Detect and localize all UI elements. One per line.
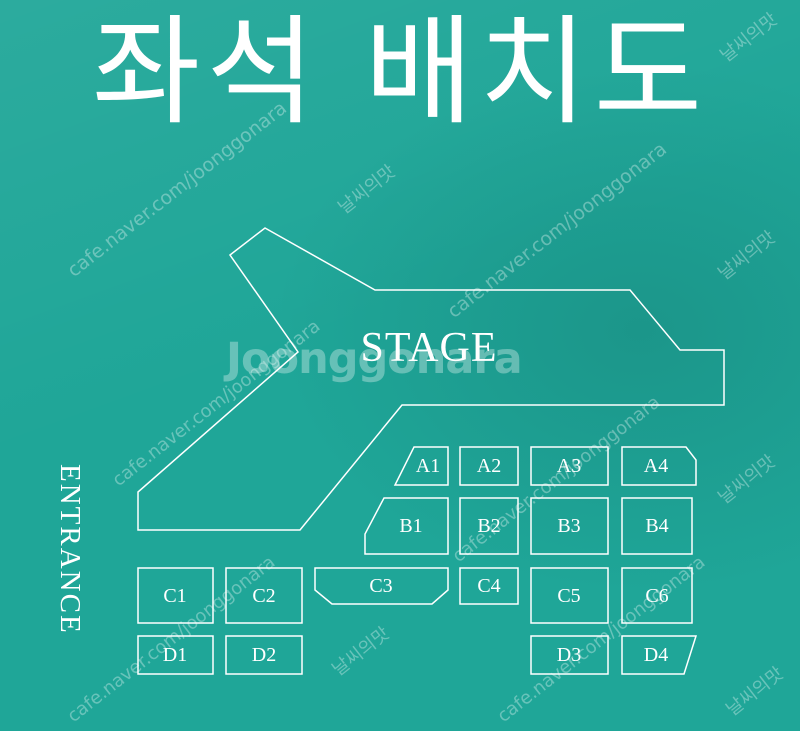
section-label: A1 (416, 455, 440, 477)
section-label: A3 (557, 455, 581, 477)
stage-area (137, 227, 725, 531)
watermark-brand: Joonggonara (226, 334, 523, 384)
section-label: A2 (477, 455, 501, 477)
section-label: C2 (252, 585, 275, 607)
section-d4[interactable]: D4 (621, 635, 698, 675)
section-label: B2 (477, 515, 500, 537)
section-c1[interactable]: C1 (137, 567, 214, 624)
stage-label: STAGE (361, 325, 498, 371)
section-label: C1 (163, 585, 186, 607)
section-label: B1 (399, 515, 422, 537)
section-b1[interactable]: B1 (364, 497, 449, 555)
section-c4[interactable]: C4 (459, 567, 519, 605)
section-c6[interactable]: C6 (621, 567, 693, 624)
section-b2[interactable]: B2 (459, 497, 519, 555)
page-title: 좌석 배치도 (91, 3, 709, 141)
section-a3[interactable]: A3 (530, 446, 609, 486)
section-d1[interactable]: D1 (137, 635, 214, 675)
section-d2[interactable]: D2 (225, 635, 303, 675)
section-a1[interactable]: A1 (393, 446, 449, 486)
section-b4[interactable]: B4 (621, 497, 693, 555)
section-label: B3 (557, 515, 580, 537)
section-label: C3 (369, 575, 392, 597)
section-a4[interactable]: A4 (621, 446, 697, 486)
section-d3[interactable]: D3 (530, 635, 609, 675)
section-label: D3 (557, 644, 581, 666)
entrance-label: ENTRANCE (54, 463, 86, 635)
section-c3[interactable]: C3 (314, 567, 449, 605)
section-label: D2 (252, 644, 276, 666)
section-label: C5 (557, 585, 580, 607)
section-label: D4 (644, 644, 668, 666)
section-label: A4 (644, 455, 668, 477)
section-label: C6 (645, 585, 668, 607)
section-label: B4 (645, 515, 668, 537)
section-label: D1 (163, 644, 187, 666)
section-b3[interactable]: B3 (530, 497, 609, 555)
section-c5[interactable]: C5 (530, 567, 609, 624)
section-a2[interactable]: A2 (459, 446, 519, 486)
section-label: C4 (477, 575, 500, 597)
section-c2[interactable]: C2 (225, 567, 303, 624)
